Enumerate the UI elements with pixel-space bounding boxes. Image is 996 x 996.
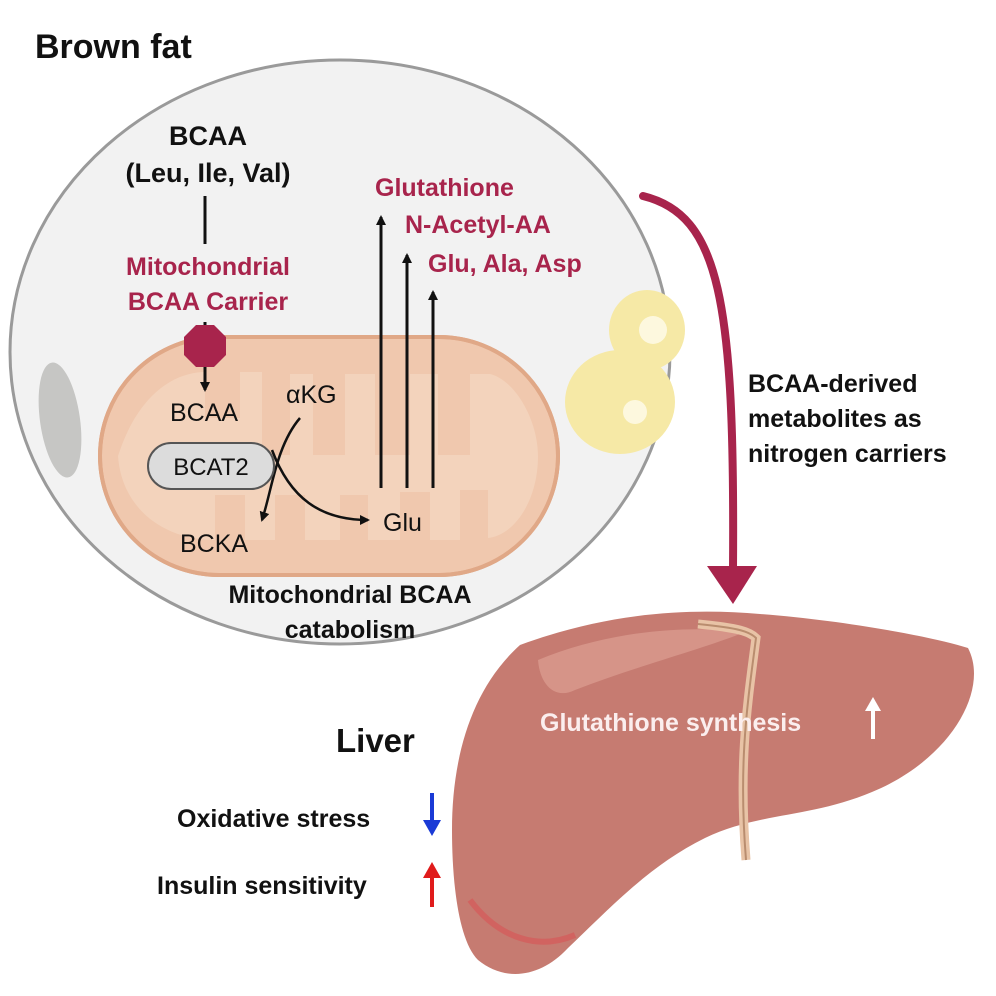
falciform-ligament-core <box>697 623 758 861</box>
liver-lower-edge <box>467 898 577 945</box>
mito-caption-line1: Mitochondrial BCAA <box>228 581 471 609</box>
transport-label-line2: metabolites as <box>748 405 922 433</box>
bcaa-subtitle: (Leu, Ile, Val) <box>125 158 290 188</box>
insulin-up-arrow <box>423 862 441 878</box>
transport-arrow: BCAA-derived metabolites as nitrogen car… <box>639 192 947 604</box>
mito-bcaa-label: BCAA <box>170 399 238 427</box>
product-glutathione: Glutathione <box>375 174 514 202</box>
carrier-label-line1: Mitochondrial <box>126 253 290 281</box>
bcat2-label: BCAT2 <box>173 454 249 481</box>
product-n-acetyl-aa: N-Acetyl-AA <box>405 211 551 239</box>
glutathione-synthesis-label: Glutathione synthesis <box>540 709 801 737</box>
liver-highlight <box>538 629 745 694</box>
brown-fat-cell: Brown fat BCAA (Leu, Ile, Val) Mitochond… <box>8 28 685 646</box>
bcaa-to-bcka-arrow <box>259 417 301 522</box>
oxidative-stress-label: Oxidative stress <box>177 805 370 833</box>
carrier-label-line2: BCAA Carrier <box>128 288 289 316</box>
transport-label-line3: nitrogen carriers <box>748 440 947 468</box>
bcaa-carrier-protein <box>184 325 226 367</box>
liver-title: Liver <box>336 722 415 759</box>
product-glu-ala-asp: Glu, Ala, Asp <box>428 250 582 278</box>
oxidative-down-arrow <box>423 820 441 836</box>
brown-fat-title: Brown fat <box>35 28 192 66</box>
bcaa-title: BCAA <box>169 121 247 151</box>
akg-label: αKG <box>286 381 337 409</box>
bcat2-enzyme-pill <box>147 442 275 490</box>
insulin-sensitivity-label: Insulin sensitivity <box>157 872 367 900</box>
bcka-label: BCKA <box>180 530 248 558</box>
liver-shape <box>452 611 974 974</box>
nucleus-shape <box>38 362 82 478</box>
mito-caption-line2: catabolism <box>285 616 416 644</box>
transport-arrowhead <box>707 566 757 604</box>
synthesis-up-arrow <box>865 697 881 711</box>
liver: Glutathione synthesis Liver Oxidative st… <box>157 611 974 974</box>
transport-label-line1: BCAA-derived <box>748 370 917 398</box>
lipid-droplets <box>565 290 685 454</box>
glu-label: Glu <box>383 509 422 537</box>
akg-to-glu-arrow <box>270 449 370 525</box>
